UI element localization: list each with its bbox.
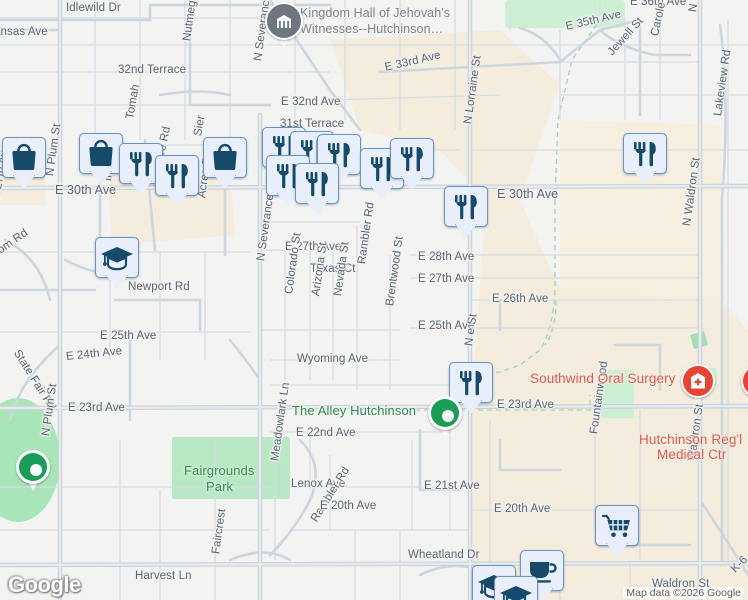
pin-circle: [265, 2, 303, 40]
shopping-marker[interactable]: [203, 137, 247, 189]
google-logo: Google: [8, 572, 81, 597]
shopping-marker[interactable]: [2, 137, 46, 189]
shopping-marker[interactable]: [79, 133, 123, 185]
marker-body: [295, 163, 339, 204]
church-pin-kingdom-hall[interactable]: [265, 2, 303, 48]
hospital-pin-east[interactable]: [741, 364, 748, 406]
restaurant-marker[interactable]: [449, 362, 493, 414]
restaurant-marker[interactable]: [444, 186, 488, 238]
restaurant-marker[interactable]: [155, 155, 199, 207]
marker-body: [390, 138, 434, 179]
restaurant-marker[interactable]: [295, 163, 339, 215]
pin-circle: [16, 450, 50, 484]
place-pin-alley[interactable]: [428, 396, 462, 438]
pin-circle: [428, 396, 462, 430]
restaurant-marker[interactable]: [360, 148, 404, 200]
place-pin-park[interactable]: [16, 450, 50, 492]
church-icon: [277, 15, 291, 28]
school-marker[interactable]: [494, 576, 538, 600]
hospital-icon: [691, 373, 705, 389]
restaurant-marker[interactable]: [390, 138, 434, 190]
grocery-marker[interactable]: [595, 505, 639, 557]
marker-body: [444, 186, 488, 227]
map-attribution: Map data ©2026 Google: [623, 587, 744, 599]
hospital-pin-southwind[interactable]: [681, 364, 715, 406]
pin-circle: [741, 364, 748, 398]
restaurant-marker[interactable]: [623, 133, 667, 185]
restaurant-marker[interactable]: [266, 155, 310, 207]
school-marker[interactable]: [95, 237, 139, 289]
